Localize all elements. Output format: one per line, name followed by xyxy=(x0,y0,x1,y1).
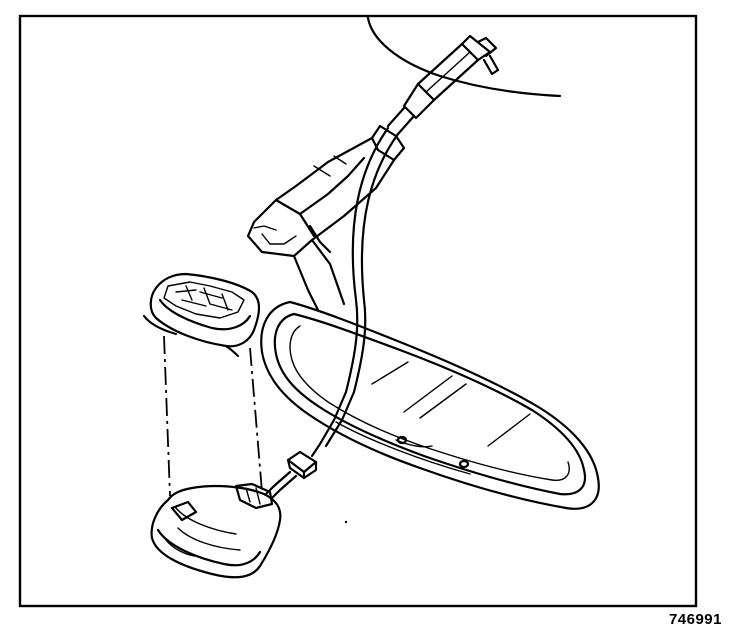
inline-connector xyxy=(286,450,318,480)
rearview-mirror xyxy=(260,300,600,510)
alignment-line-right xyxy=(249,347,263,493)
mirror-mount-support xyxy=(246,124,406,312)
figure-number: 746991 xyxy=(668,611,722,628)
map-lamp-base xyxy=(150,482,282,579)
stray-mark xyxy=(344,520,348,524)
harness-wire-lower-2 xyxy=(344,126,390,394)
alignment-line-left xyxy=(163,335,171,497)
roof-harness-connector xyxy=(402,34,500,120)
windshield-edge xyxy=(366,16,562,98)
map-lamp-lens xyxy=(142,272,261,358)
harness-wire-lower xyxy=(352,132,400,394)
harness-wire-upper xyxy=(386,106,416,136)
mirror-pigtail-wire xyxy=(310,390,356,458)
diagram-frame xyxy=(18,14,698,608)
